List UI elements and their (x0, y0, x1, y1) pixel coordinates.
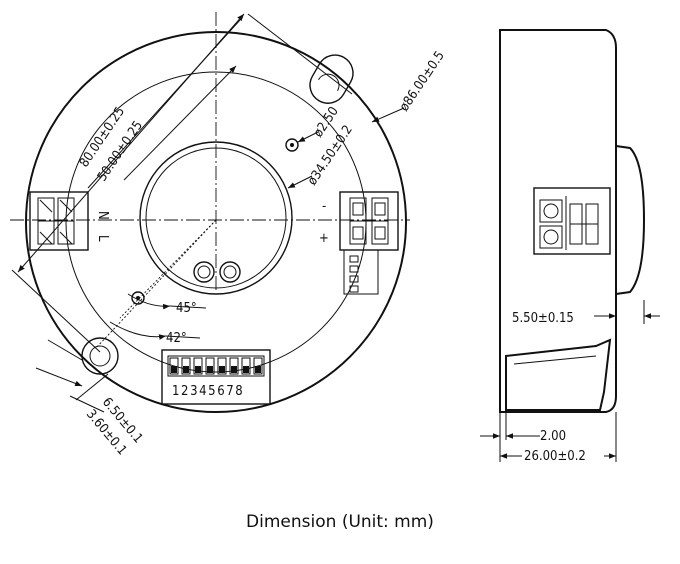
side-terminal (533, 187, 611, 255)
dip-key-slider (195, 366, 201, 373)
dip-key-slider (231, 366, 237, 373)
side-clip (505, 338, 612, 411)
dip-key-slider (219, 366, 225, 373)
dip-key-slider (171, 366, 177, 373)
led-hole-2 (219, 261, 241, 283)
dip-key (205, 357, 215, 375)
dip-key (253, 357, 263, 375)
front-view: N L - + 12345678 (10, 12, 448, 458)
dim-outer-dia-label: ø86.00±0.5 (397, 49, 448, 115)
terminal-minus-label: - (322, 199, 326, 214)
top-mount-slot (309, 54, 354, 104)
caption: Dimension (Unit: mm) (246, 512, 434, 532)
bottom-mount-slot (81, 337, 119, 375)
angle-45-label: 45° (176, 301, 197, 316)
terminal-plus-label: + (319, 231, 329, 246)
dim-protrusion-label: 5.50±0.15 (512, 311, 574, 326)
side-lens (615, 145, 646, 295)
dimension-drawing: N L - + 12345678 (10, 12, 660, 464)
screw-hole-lower (131, 291, 145, 305)
dip-key-slider (255, 366, 261, 373)
dip-switch-8 (161, 349, 271, 405)
side-body (499, 29, 617, 413)
dip-key-slider (243, 366, 249, 373)
dim-flange-label: 2.00 (540, 429, 566, 444)
dip-key (229, 357, 239, 375)
dip-key (193, 357, 203, 375)
dip-key (217, 357, 227, 375)
dip-key (169, 357, 179, 375)
screw-hole-upper (285, 138, 299, 152)
led-hole-1 (193, 261, 215, 283)
dip-key-slider (183, 366, 189, 373)
side-view: 5.50±0.15 2.00 26.00±0.2 (480, 29, 660, 464)
small-dip-switch (343, 249, 379, 295)
dip-key-slider (207, 366, 213, 373)
terminal-n-label: N (95, 211, 110, 220)
dip-key (241, 357, 251, 375)
dim-total-height-label: 26.00±0.2 (524, 449, 586, 464)
terminal-block-nl (29, 191, 89, 251)
terminal-block-dc (339, 191, 399, 251)
dip-key (181, 357, 191, 375)
angle-42-label: 42° (166, 331, 187, 346)
terminal-l-label: L (95, 235, 110, 242)
dip-switch-digits: 12345678 (172, 384, 244, 399)
